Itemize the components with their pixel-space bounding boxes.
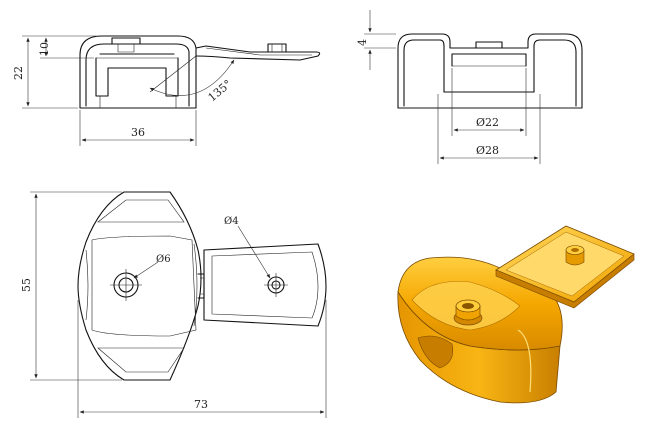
front-section-view	[22, 35, 321, 146]
dim-diameter-22: Ø22	[476, 116, 499, 129]
dim-height-10: 10	[38, 42, 51, 56]
dim-height-22: 22	[12, 66, 25, 80]
dim-height-4: 4	[356, 39, 369, 46]
dim-width-36: 36	[131, 126, 145, 139]
dim-angle-135: 135°	[206, 77, 235, 104]
isometric-render	[397, 225, 635, 404]
top-view	[30, 191, 327, 418]
dim-diameter-4: Ø4	[224, 216, 239, 227]
side-section-view	[364, 10, 583, 164]
dim-diameter-28: Ø28	[476, 144, 499, 157]
dim-height-55: 55	[20, 278, 33, 292]
dim-width-73: 73	[194, 398, 208, 411]
dim-diameter-6: Ø6	[156, 254, 171, 265]
